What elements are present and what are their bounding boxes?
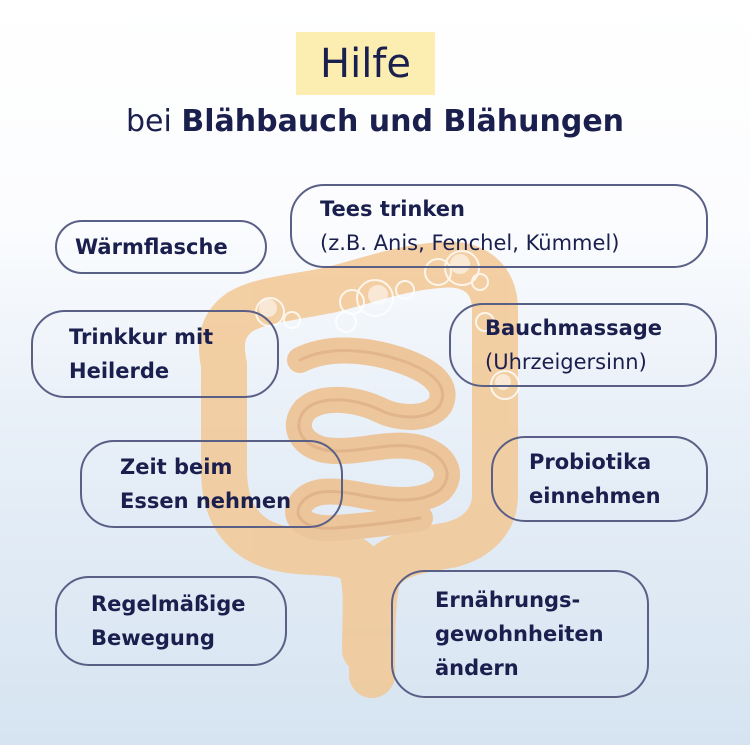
tip-line: gewohnheiten <box>435 622 604 646</box>
tip-bauchmassage: Bauchmassage (Uhrzeigersinn) <box>449 303 717 387</box>
tip-detail: (z.B. Anis, Fenchel, Kümmel) <box>320 231 620 255</box>
small-intestine-outline <box>296 349 449 530</box>
tip-line: Trinkkur mit <box>69 325 214 349</box>
tip-detail: (Uhrzeigersinn) <box>485 350 647 374</box>
title-highlight <box>296 32 435 95</box>
tip-line: Bauchmassage <box>485 316 663 340</box>
tip-line: Heilerde <box>69 359 170 383</box>
tip-trinkkur: Trinkkur mit Heilerde <box>31 310 279 398</box>
tip-line: einnehmen <box>529 484 661 508</box>
tip-bewegung: Regelmäßige Bewegung <box>55 576 287 666</box>
page-subtitle: bei Blähbauch und Blähungen <box>0 102 750 142</box>
large-intestine <box>199 241 518 698</box>
tip-line: Ernährungs- <box>435 588 581 612</box>
tip-tees: Tees trinken (z.B. Anis, Fenchel, Kümmel… <box>290 184 708 268</box>
tip-line: Tees trinken <box>320 197 465 221</box>
tip-line: Essen nehmen <box>120 489 292 513</box>
tip-line: ändern <box>435 656 519 680</box>
tip-ernaehrung: Ernährungs- gewohnheiten ändern <box>391 570 649 698</box>
page-title: Hilfe <box>320 41 411 87</box>
subtitle-prefix: bei <box>125 104 172 139</box>
tip-zeit: Zeit beim Essen nehmen <box>80 440 343 528</box>
tip-line: Bewegung <box>91 626 215 650</box>
tip-line: Probiotika <box>529 450 652 474</box>
subtitle-bold: Blähbauch und Blähungen <box>181 104 625 139</box>
tip-line: Wärmflasche <box>75 235 228 259</box>
tip-line: Zeit beim <box>120 455 233 479</box>
tip-probiotika: Probiotika einnehmen <box>491 436 708 522</box>
tip-line: Regelmäßige <box>91 592 246 616</box>
tip-waermflasche: Wärmflasche <box>55 220 267 274</box>
